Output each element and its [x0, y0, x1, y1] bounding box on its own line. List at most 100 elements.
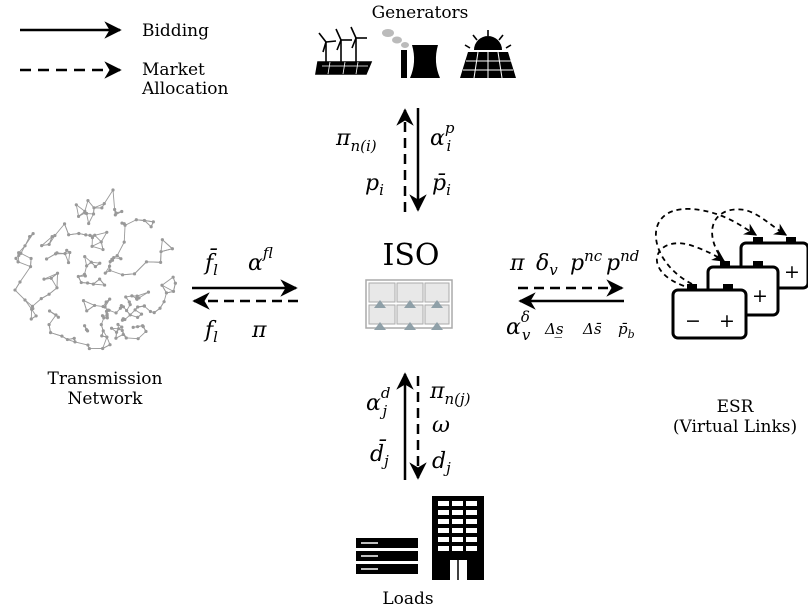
network-node	[50, 234, 54, 239]
network-edge	[88, 213, 94, 224]
network-node	[34, 314, 38, 318]
network-node	[93, 233, 97, 237]
svg-text:+: +	[784, 261, 800, 283]
network-node	[108, 343, 112, 347]
network-edge	[160, 248, 173, 253]
network-node	[23, 244, 27, 248]
load-d-symbol: dj	[432, 449, 451, 477]
network-edge	[74, 341, 89, 346]
network-node	[40, 244, 44, 248]
network-node	[56, 315, 60, 319]
transmission-label-1: Transmission	[48, 369, 163, 389]
legend-bidding-label: Bidding	[142, 21, 209, 41]
network-node	[23, 298, 27, 302]
network-node	[67, 233, 71, 237]
gen-pi-symbol: πn(i)	[335, 126, 377, 155]
network-node	[28, 234, 32, 239]
network-edge	[84, 200, 89, 212]
network-node	[116, 327, 121, 331]
network-node	[103, 305, 107, 309]
network-node	[108, 297, 112, 301]
network-edge	[122, 273, 135, 276]
network-node	[99, 323, 103, 327]
network-edge	[160, 239, 163, 252]
network-node	[108, 260, 112, 264]
network-edge	[100, 232, 108, 243]
network-node	[102, 202, 106, 206]
building-window	[452, 537, 463, 542]
network-node	[125, 308, 129, 313]
network-node	[141, 324, 145, 329]
network-node	[101, 329, 105, 333]
network-node	[171, 275, 175, 279]
network-node	[160, 283, 164, 287]
network-edge	[83, 300, 95, 306]
network-node	[85, 309, 89, 313]
network-node	[160, 238, 164, 242]
network-node	[79, 280, 83, 285]
network-node	[90, 235, 95, 240]
network-node	[124, 336, 128, 340]
network-node	[149, 225, 153, 229]
generators-label: Generators	[372, 3, 469, 23]
network-edge	[20, 252, 32, 259]
building-window	[438, 501, 449, 506]
esr-delta-symbol: δv	[536, 251, 558, 279]
esr-pbar-symbol: p̄b	[618, 320, 635, 341]
network-node	[109, 326, 114, 330]
wind-turbine-icon	[315, 26, 373, 75]
network-node	[101, 247, 105, 252]
svg-text:+: +	[719, 310, 735, 332]
network-node	[83, 254, 87, 259]
network-node	[151, 220, 155, 224]
esr-pi-symbol: π	[509, 251, 525, 276]
network-node	[159, 250, 163, 254]
esr-virtual-link-arrows	[654, 207, 788, 287]
building-window	[438, 510, 449, 515]
network-edge	[43, 272, 58, 280]
network-node	[16, 260, 20, 264]
network-edge	[116, 241, 125, 256]
network-node	[135, 294, 139, 298]
building-window	[452, 510, 463, 515]
network-node	[92, 206, 96, 210]
network-edge	[123, 225, 126, 243]
network-node	[105, 308, 110, 312]
network-node	[82, 272, 87, 276]
esr-label-1: ESR	[717, 397, 755, 417]
network-edge	[19, 266, 31, 283]
network-edge	[48, 314, 57, 325]
esr-group: + + − + ESR (Virtual Links)	[654, 207, 808, 437]
network-edge	[91, 245, 104, 250]
network-node	[66, 260, 71, 265]
building-window	[452, 501, 463, 506]
network-node	[47, 292, 51, 296]
network-node	[84, 327, 89, 332]
network-node	[91, 212, 96, 216]
network-node	[113, 207, 117, 212]
network-node	[77, 231, 81, 236]
network-node	[142, 304, 146, 308]
network-node	[123, 223, 127, 227]
loads-label: Loads	[382, 589, 433, 609]
net-pi-symbol: π	[251, 318, 267, 343]
network-node	[122, 240, 126, 244]
network-node	[31, 231, 35, 236]
building-window	[452, 546, 463, 551]
network-node	[120, 273, 125, 277]
network-edge	[17, 261, 31, 268]
network-node	[105, 335, 109, 339]
network-edge	[162, 239, 173, 250]
gen-p-symbol: pi	[365, 171, 384, 199]
network-edge	[50, 278, 58, 289]
network-node	[104, 300, 108, 304]
network-node	[60, 334, 64, 338]
building-window	[452, 528, 463, 533]
network-node	[164, 291, 169, 295]
building-window	[438, 519, 449, 524]
building-window	[438, 537, 449, 542]
network-node	[102, 283, 107, 287]
network-node	[120, 325, 124, 329]
generators-group: Generators	[315, 3, 516, 79]
